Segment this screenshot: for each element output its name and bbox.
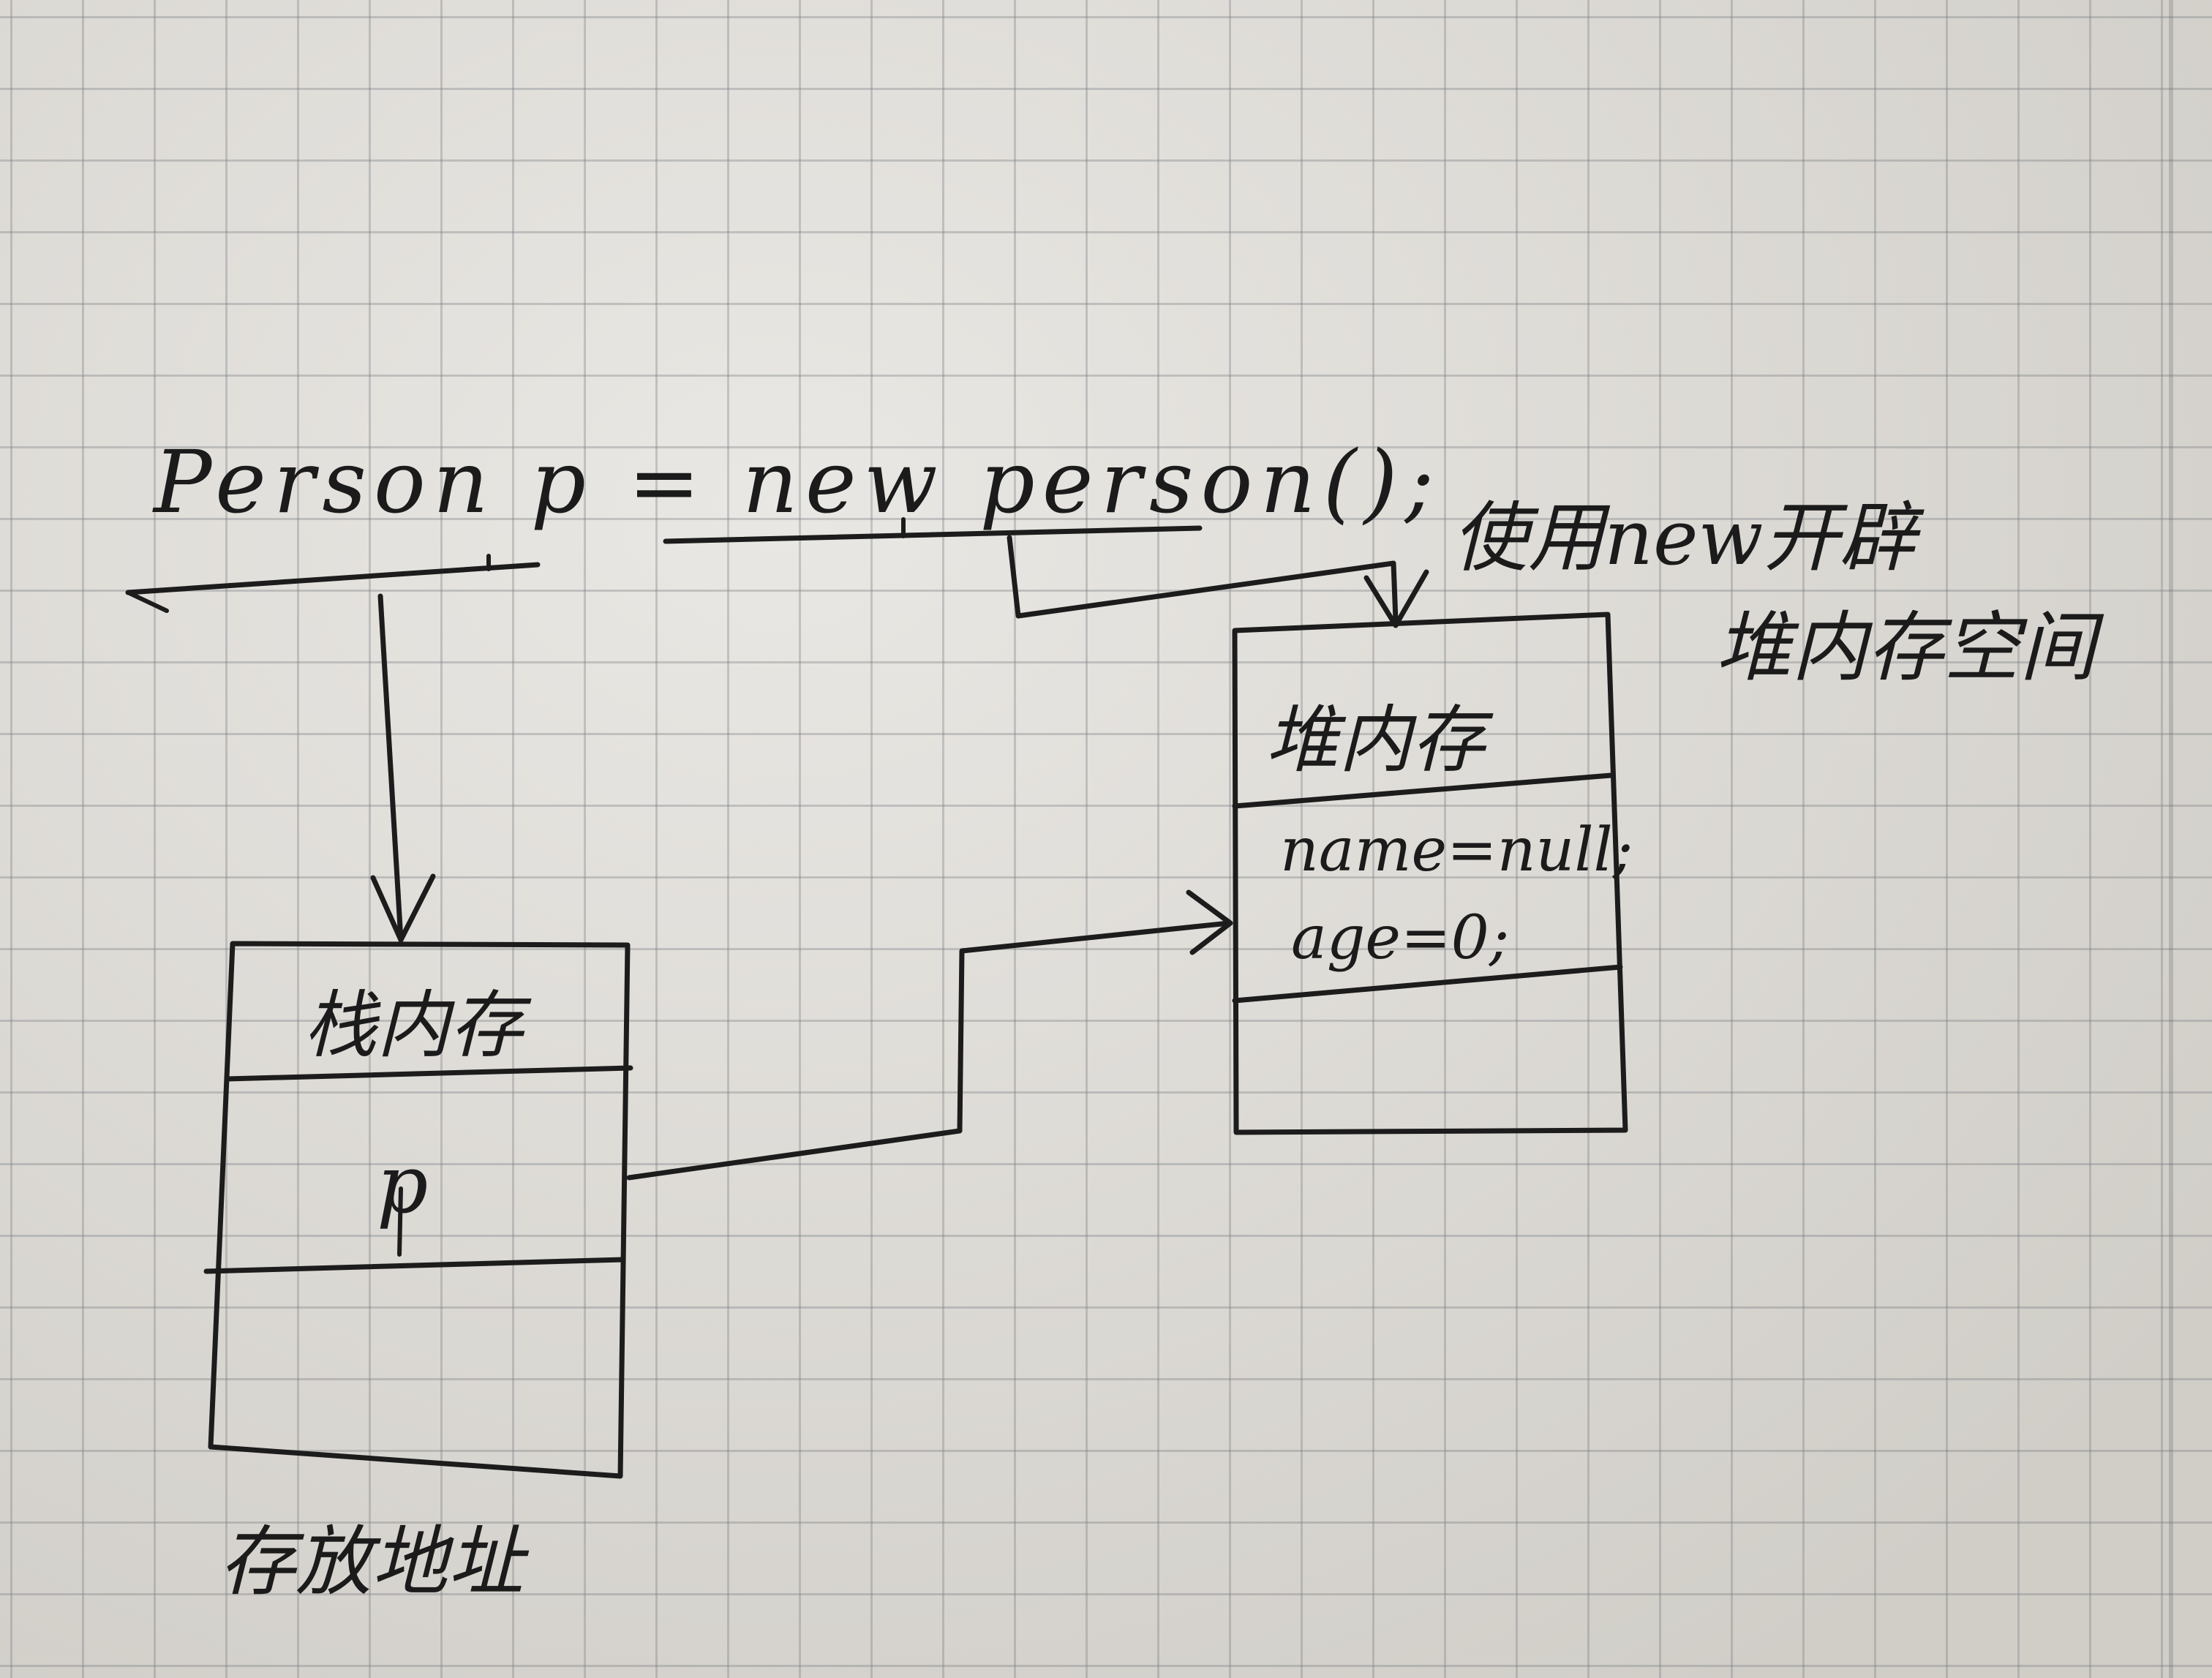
stack-variable-stem	[397, 1186, 403, 1257]
new-allocation-note-line2: 堆内存空间	[1715, 603, 2096, 692]
arrow-to-stack-head	[370, 873, 436, 943]
stack-variable-p: p	[377, 1137, 429, 1231]
heap-field-age: age=0;	[1291, 903, 1510, 973]
code-statement: Person p = new person();	[154, 432, 1442, 533]
reference-arrow-head	[1186, 889, 1233, 955]
arrow-to-heap-line	[1007, 535, 1399, 623]
heap-box-fields-divider	[1232, 964, 1623, 1004]
address-label: 存放地址	[219, 1517, 524, 1606]
reference-arrow-line	[626, 920, 1232, 1181]
declaration-underline-left-tick	[126, 590, 169, 613]
arrow-to-stack-line	[377, 593, 404, 943]
heap-field-name: name=null;	[1280, 816, 1633, 885]
stack-box-title-divider	[224, 1065, 633, 1082]
stack-box-title: 栈内存	[304, 982, 523, 1068]
new-allocation-note-line1: 使用new开辟	[1452, 493, 1916, 582]
heap-box-outline	[1232, 612, 1628, 1135]
notebook-page-edge	[2169, 0, 2173, 1678]
declaration-underline	[125, 562, 541, 595]
heap-box-title: 堆内存	[1265, 697, 1485, 783]
heap-box-title-divider	[1232, 772, 1614, 809]
new-expression-underline	[663, 525, 1203, 544]
stack-box-slot-divider	[203, 1257, 626, 1274]
stack-box-outline	[208, 941, 631, 1479]
